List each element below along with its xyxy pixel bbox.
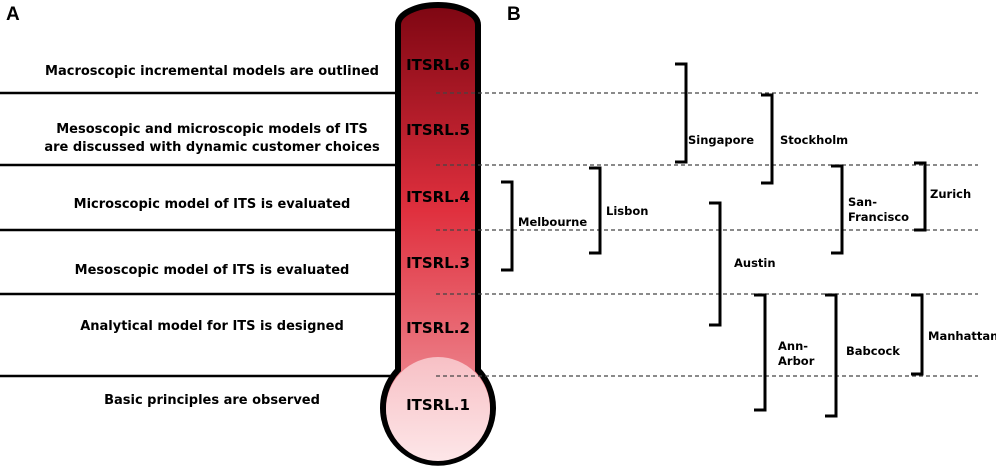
city-label: Ann- — [778, 339, 808, 353]
city-bracket — [754, 293, 767, 412]
level-name: ITSRL.2 — [406, 319, 470, 337]
level-description: Mesoscopic and microscopic models of ITS — [56, 122, 368, 137]
level-description: Microscopic model of ITS is evaluated — [74, 197, 351, 212]
city-bracket — [761, 93, 774, 185]
thermometer — [380, 2, 496, 466]
level-dashed-lines — [436, 92, 978, 377]
panel-label-b: B — [507, 4, 521, 25]
level-labels: ITSRL.6ITSRL.5ITSRL.4ITSRL.3ITSRL.2ITSRL… — [406, 56, 470, 414]
city-label: San- — [848, 195, 877, 209]
level-description: are discussed with dynamic customer choi… — [44, 140, 380, 155]
city-label: Singapore — [688, 133, 754, 147]
city-bracket — [825, 293, 838, 418]
thermometer-body — [380, 2, 496, 466]
level-description: Mesoscopic model of ITS is evaluated — [75, 263, 350, 278]
level-name: ITSRL.1 — [406, 396, 470, 414]
city-bracket — [589, 166, 602, 255]
city-bracket — [911, 293, 924, 376]
city-bracket — [914, 161, 927, 232]
level-name: ITSRL.5 — [406, 121, 470, 139]
city-bracket — [709, 201, 722, 327]
level-description: Macroscopic incremental models are outli… — [45, 64, 379, 79]
level-name: ITSRL.6 — [406, 56, 470, 74]
level-descriptions: Macroscopic incremental models are outli… — [44, 64, 380, 408]
city-label: Francisco — [848, 210, 909, 224]
thermometer-bulb — [386, 357, 490, 461]
level-name: ITSRL.4 — [406, 188, 470, 206]
city-label: Stockholm — [780, 133, 848, 147]
city-label: Lisbon — [606, 204, 648, 218]
level-name: ITSRL.3 — [406, 254, 470, 272]
panel-label-a: A — [6, 4, 20, 25]
level-description: Basic principles are observed — [104, 393, 320, 408]
city-bracket — [831, 164, 844, 255]
city-bracket — [675, 62, 688, 164]
city-label: Austin — [734, 256, 776, 270]
city-bracket — [501, 180, 514, 272]
city-label: Babcock — [846, 344, 900, 358]
city-label: Melbourne — [518, 215, 587, 229]
city-label: Zurich — [930, 187, 971, 201]
city-label: Arbor — [778, 354, 815, 368]
level-description: Analytical model for ITS is designed — [80, 319, 344, 334]
level-separators — [0, 91, 436, 378]
city-label: Manhattan — [928, 329, 996, 343]
